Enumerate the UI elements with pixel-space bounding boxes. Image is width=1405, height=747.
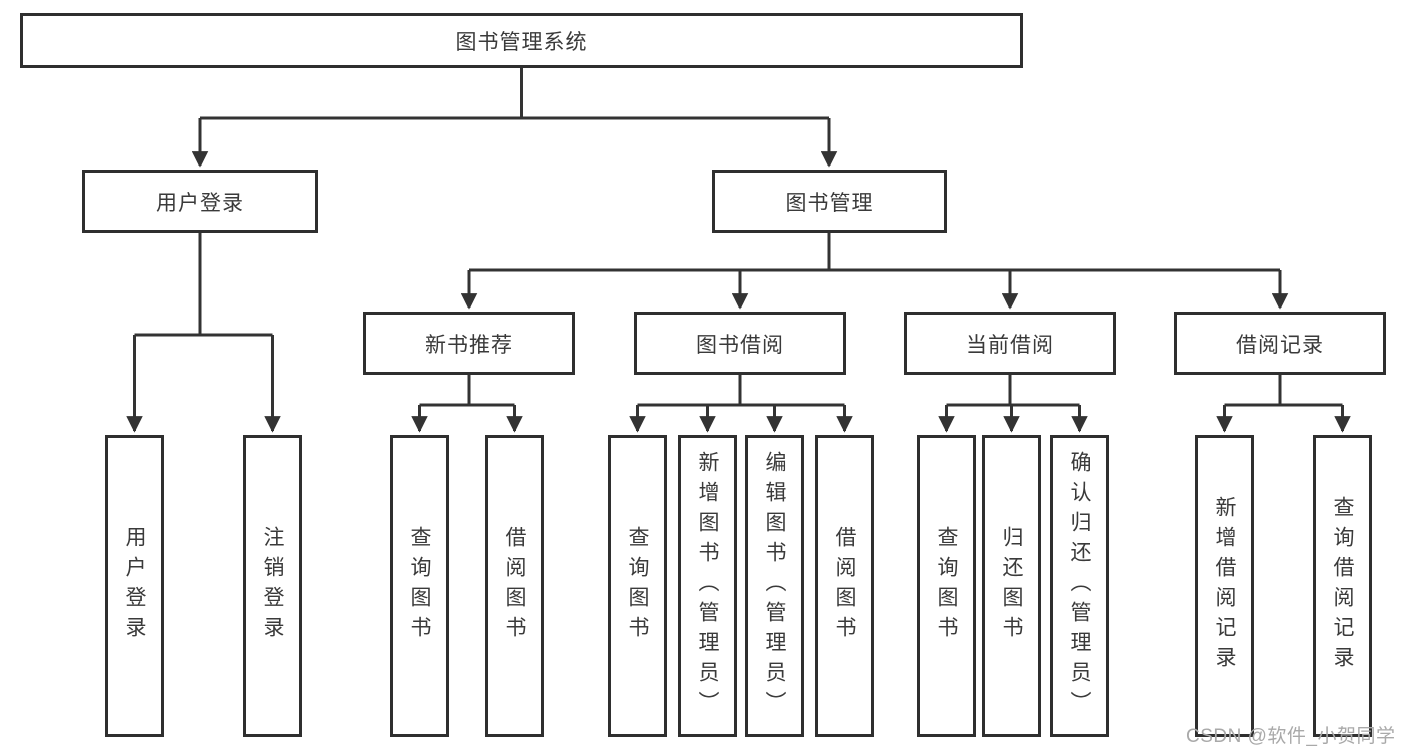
leaf-borrow-books-1-label: 借阅图书 xyxy=(503,526,526,646)
node-borrow-records: 借阅记录 xyxy=(1174,312,1386,375)
leaf-add-record-label: 新增借阅记录 xyxy=(1213,496,1236,676)
node-user-login: 用户登录 xyxy=(82,170,318,233)
leaf-confirm-return: 确认归还（管理员） xyxy=(1050,435,1109,737)
node-current-borrow: 当前借阅 xyxy=(904,312,1116,375)
leaf-query-books-1-label: 查询图书 xyxy=(408,526,431,646)
leaf-query-record: 查询借阅记录 xyxy=(1313,435,1372,737)
node-book-borrow: 图书借阅 xyxy=(634,312,846,375)
node-root-label: 图书管理系统 xyxy=(455,30,588,54)
leaf-add-record: 新增借阅记录 xyxy=(1195,435,1254,737)
leaf-query-books-3: 查询图书 xyxy=(917,435,976,737)
leaf-borrow-books-1: 借阅图书 xyxy=(485,435,544,737)
leaf-user-login-label: 用户登录 xyxy=(123,526,146,646)
node-root: 图书管理系统 xyxy=(20,13,1023,68)
node-current-borrow-label: 当前借阅 xyxy=(966,333,1054,357)
node-book-mgmt-label: 图书管理 xyxy=(785,191,874,215)
node-new-book-rec: 新书推荐 xyxy=(363,312,575,375)
node-borrow-records-label: 借阅记录 xyxy=(1236,333,1324,357)
leaf-query-books-3-label: 查询图书 xyxy=(935,526,958,646)
leaf-edit-books: 编辑图书（管理员） xyxy=(745,435,804,737)
leaf-borrow-books-2: 借阅图书 xyxy=(815,435,874,737)
leaf-query-books-2-label: 查询图书 xyxy=(626,526,649,646)
leaf-query-books-1: 查询图书 xyxy=(390,435,449,737)
leaf-logout: 注销登录 xyxy=(243,435,302,737)
connector-trunks xyxy=(134,68,1343,407)
leaf-add-books: 新增图书（管理员） xyxy=(678,435,737,737)
leaf-user-login: 用户登录 xyxy=(105,435,164,737)
node-book-borrow-label: 图书借阅 xyxy=(696,333,784,357)
leaf-query-record-label: 查询借阅记录 xyxy=(1331,496,1354,676)
watermark-text: CSDN @软件_小贺同学 xyxy=(1186,726,1396,747)
leaf-confirm-return-label: 确认归还（管理员） xyxy=(1068,451,1091,721)
leaf-borrow-books-2-label: 借阅图书 xyxy=(833,526,856,646)
node-user-login-label: 用户登录 xyxy=(156,191,244,215)
leaf-add-books-label: 新增图书（管理员） xyxy=(696,451,719,721)
leaf-logout-label: 注销登录 xyxy=(261,526,284,646)
leaf-return-books-label: 归还图书 xyxy=(1000,526,1023,646)
leaf-edit-books-label: 编辑图书（管理员） xyxy=(763,451,786,721)
leaf-query-books-2: 查询图书 xyxy=(608,435,667,737)
leaf-return-books: 归还图书 xyxy=(982,435,1041,737)
node-book-mgmt: 图书管理 xyxy=(712,170,947,233)
node-new-book-rec-label: 新书推荐 xyxy=(425,333,513,357)
